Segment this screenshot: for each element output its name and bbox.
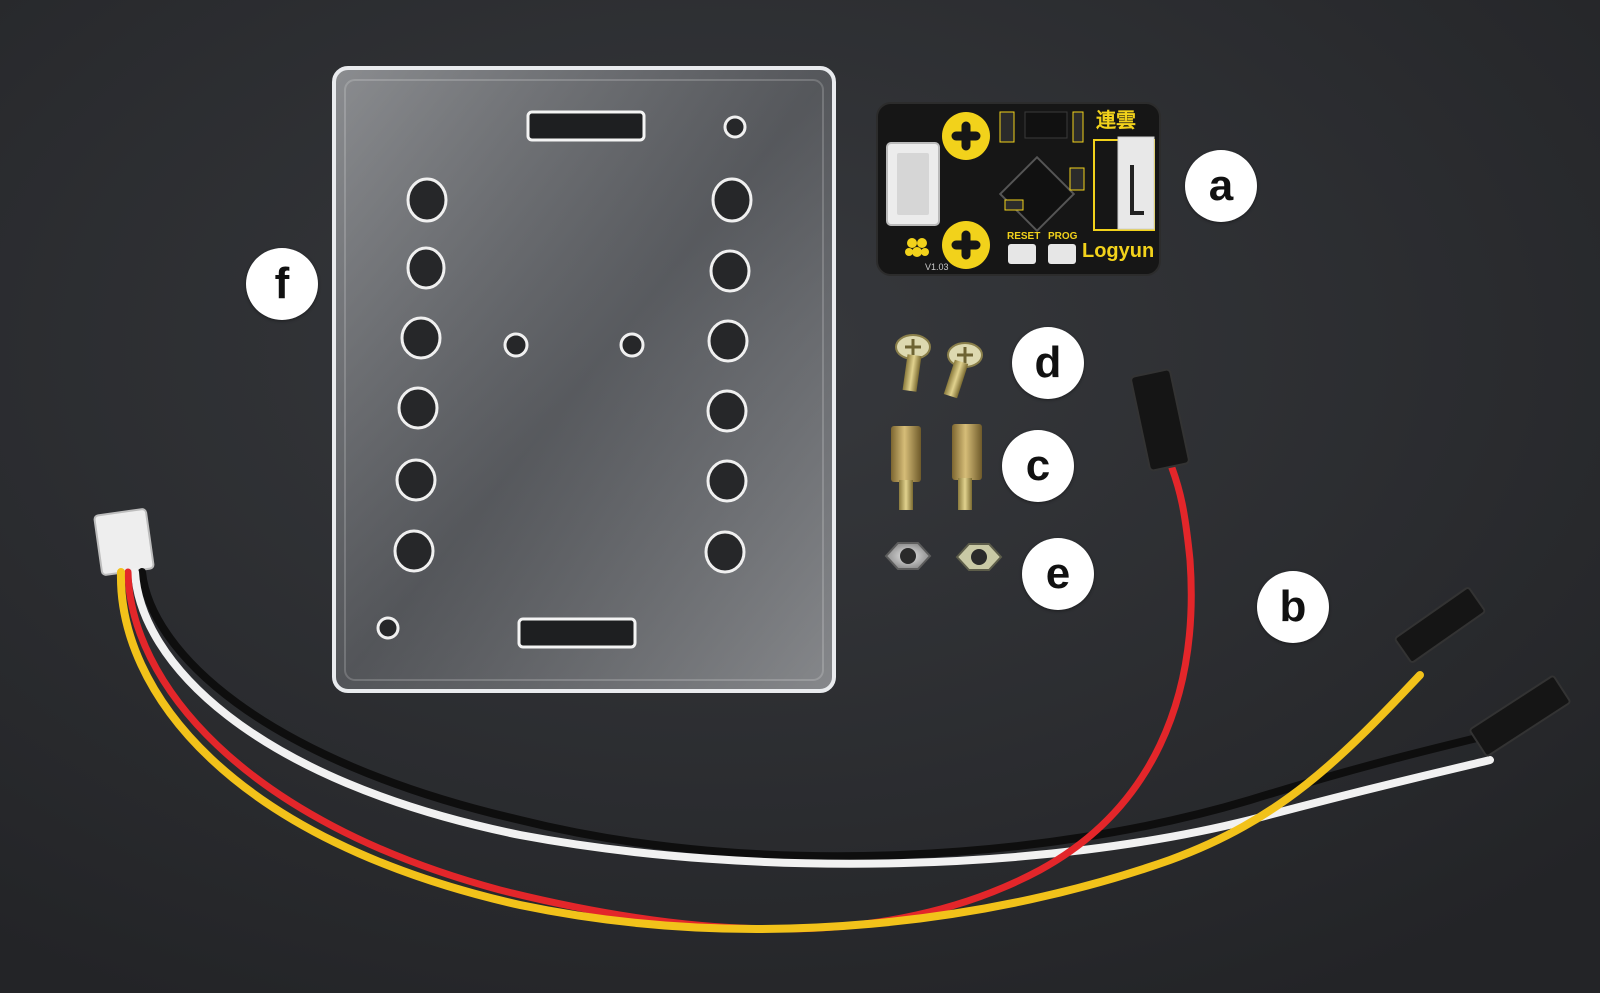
screw-left [895,334,931,392]
board-sensor-module [1117,136,1155,230]
plate-slot-top [526,110,646,142]
wire-yellow [116,568,1424,933]
brass-standoff-left [891,426,921,510]
grove-cable [93,368,1571,933]
dupont-connector-black-white [1469,675,1571,757]
plate-slot-bottom [517,617,637,649]
label-b: b [1257,571,1329,643]
hex-nut-left [884,542,932,570]
board-reset-button [1008,244,1036,264]
dupont-connector-yellow [1394,587,1486,663]
cable-connector-left [93,508,155,576]
board-reset-text: RESET [1007,231,1040,242]
label-e: e [1022,538,1094,610]
label-f: f [246,248,318,320]
label-d: d [1012,327,1084,399]
board-chinese-text: 連雲 [1096,108,1136,132]
wire-black [138,568,1534,861]
board-prog-text: PROG [1048,231,1078,242]
wire-white [131,568,1494,868]
board-version-text: V1.03 [925,262,949,272]
board-brand-text: Logyun [1082,240,1154,262]
hex-nut-right [955,543,1003,571]
board-chip [998,155,1076,233]
board-mount-hole-bottom [942,221,990,269]
screw-right [943,342,983,399]
brass-standoff-right [952,424,982,510]
label-c: c [1002,430,1074,502]
logyun-board: RESET PROG Logyun 連雲 V1.03 [876,102,1161,276]
board-prog-button [1048,244,1076,264]
label-a: a [1185,150,1257,222]
board-logo-icon [905,238,929,257]
board-mount-hole-top [942,112,990,160]
dupont-connector-red [1130,368,1190,472]
acrylic-plate [332,66,836,693]
